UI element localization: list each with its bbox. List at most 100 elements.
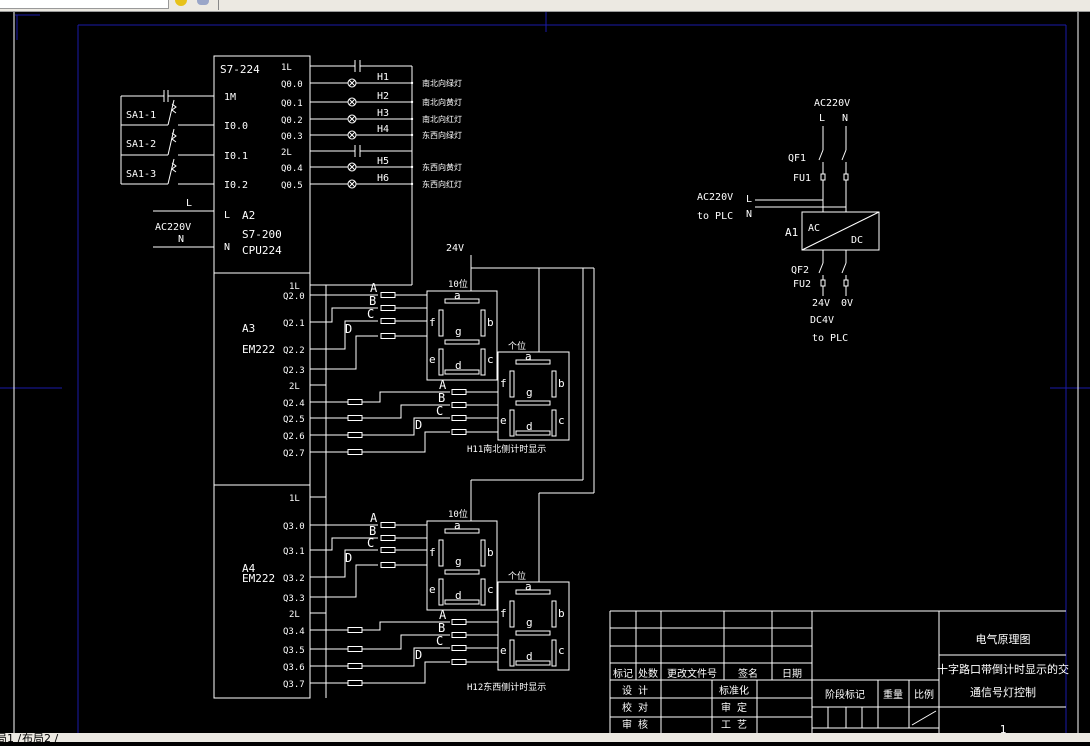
fuse-fu1 — [843, 173, 849, 181]
lamp-label: H2 — [377, 91, 389, 102]
bcd-label: D — [345, 551, 352, 565]
terminal-output: Q3.6 — [283, 663, 305, 673]
terminal-output: 1L — [289, 494, 300, 504]
breaker-qf2 — [818, 262, 824, 274]
switch-actuator — [171, 162, 177, 173]
segment-label-g: g — [455, 555, 462, 568]
terminal-input: I0.1 — [224, 151, 248, 162]
supply-n: N — [178, 234, 184, 245]
bcd-label: B — [369, 524, 376, 538]
scale-slash — [911, 710, 937, 726]
resistor — [380, 535, 396, 541]
lamp-icon — [347, 97, 357, 107]
lamp-description: 南北向红灯 — [422, 114, 462, 124]
segment-b — [480, 309, 486, 337]
supply-voltage: AC220V — [155, 222, 191, 233]
supply-24v: 24V — [446, 243, 464, 254]
bcd-label: C — [436, 404, 443, 418]
tens-digit-label: 10位 — [448, 278, 468, 290]
fuse-label: FU2 — [793, 279, 811, 290]
bcd-label: D — [345, 322, 352, 336]
layer-light-icon[interactable] — [175, 0, 187, 6]
tab-layout2[interactable]: 布局2 / — [22, 732, 59, 745]
wire — [310, 564, 378, 598]
drawing-title: 通信号灯控制 — [970, 685, 1036, 699]
resistor — [380, 562, 396, 568]
module-id: A3 — [242, 322, 255, 335]
breaker-qf1 — [818, 149, 824, 161]
terminal-output: Q3.3 — [283, 594, 305, 604]
segment-label-c: c — [487, 353, 494, 366]
seven-segment-tens — [426, 290, 498, 381]
segment-f — [509, 370, 515, 398]
role-label: 审 定 — [721, 701, 747, 714]
segment-e — [509, 639, 515, 667]
converter-ac: AC — [808, 223, 820, 234]
seven-segment-ones — [497, 581, 570, 671]
lamp-icon — [347, 130, 357, 140]
terminal-output: Q3.4 — [283, 627, 305, 637]
module-model: EM222 — [242, 343, 275, 356]
bcd-label: D — [415, 418, 422, 432]
layer-stack-icon[interactable] — [197, 0, 209, 5]
lamp-label: H1 — [377, 72, 389, 83]
lamp-icon — [347, 78, 357, 88]
wire — [310, 549, 378, 578]
resistor — [380, 547, 396, 553]
segment-d — [515, 430, 551, 436]
bcd-label: B — [438, 621, 445, 635]
breaker-qf2 — [841, 262, 847, 274]
resistor — [451, 429, 467, 435]
command-input[interactable] — [0, 0, 169, 9]
lamp-icon — [347, 162, 357, 172]
supply-l: L — [186, 198, 192, 209]
segment-label-a: a — [454, 519, 461, 532]
segment-label-g: g — [455, 325, 462, 338]
fuse-fu2 — [820, 279, 826, 287]
terminal-output: 1L — [289, 282, 300, 292]
bcd-label: C — [367, 536, 374, 550]
bcd-label: A — [439, 608, 447, 622]
lamp-label: H6 — [377, 173, 389, 184]
module-a4-box — [213, 484, 311, 699]
role-label: 审 核 — [622, 718, 648, 731]
converter-id: A1 — [785, 226, 798, 239]
title-header: 签名 — [738, 667, 758, 680]
lamp-icon — [348, 79, 356, 87]
segment-label-e: e — [429, 583, 436, 596]
segment-a — [515, 359, 551, 365]
resistor — [347, 415, 363, 421]
lamp-label: H3 — [377, 108, 389, 119]
resistor — [380, 522, 396, 528]
segment-label-g: g — [526, 616, 533, 629]
switch-sa1-1 — [167, 99, 175, 126]
wire — [310, 537, 378, 551]
plc-feed-label: AC220V — [697, 192, 733, 203]
segment-label-a: a — [454, 289, 461, 302]
wire — [362, 634, 450, 650]
output-dc-label: DC4V — [810, 315, 834, 326]
segment-label-e: e — [429, 353, 436, 366]
segment-a — [444, 298, 480, 304]
lamp-description: 东西向绿灯 — [422, 130, 462, 140]
resistor — [451, 632, 467, 638]
terminal-output: 2L — [289, 382, 300, 392]
module-model: EM222 — [242, 572, 275, 585]
segment-d — [444, 369, 480, 375]
terminal-output: Q2.2 — [283, 346, 305, 356]
role-label: 标准化 — [719, 684, 749, 697]
terminal-output: Q2.1 — [283, 319, 305, 329]
breaker-label: QF2 — [791, 265, 809, 276]
role-label: 工 艺 — [721, 719, 747, 731]
wire — [310, 320, 378, 350]
terminal-input: I0.2 — [224, 180, 248, 191]
lamp-icon — [348, 180, 356, 188]
segment-e — [438, 578, 444, 606]
cpu-id: A2 — [242, 209, 255, 222]
segment-g — [444, 339, 480, 345]
drawing-canvas[interactable]: S7-2241MI0.0I0.1I0.2LNA2S7-200CPU224SA1-… — [0, 12, 1090, 733]
terminal-input: I0.0 — [224, 121, 248, 132]
tab-layout1[interactable]: 局1 / — [0, 732, 22, 745]
terminal-output: Q2.5 — [283, 415, 305, 425]
resistor — [451, 619, 467, 625]
